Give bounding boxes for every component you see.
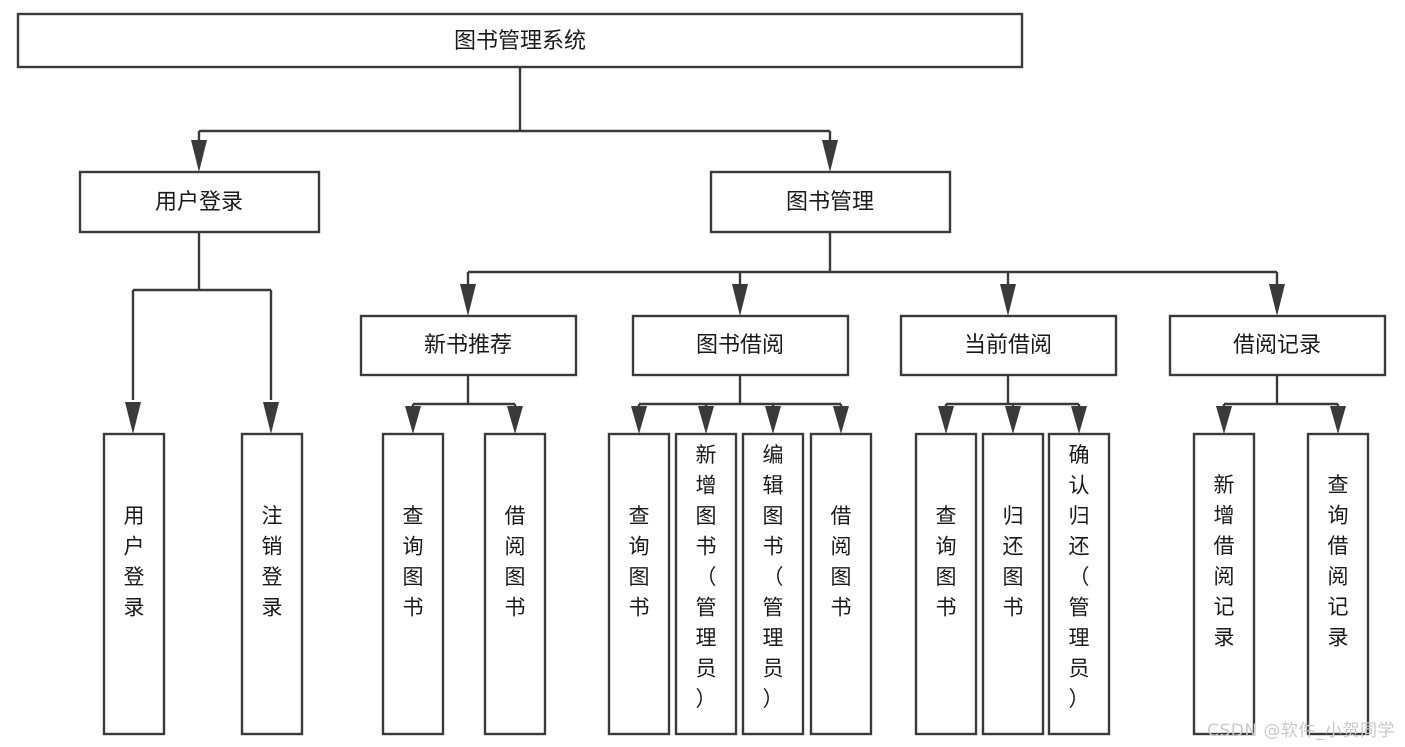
node-user-login[interactable]: 用户登录 bbox=[78, 170, 321, 234]
arrow-head-icon bbox=[938, 406, 954, 434]
leaf-node[interactable]: 用户登录 bbox=[102, 432, 166, 736]
arrow-head-icon bbox=[1005, 406, 1021, 434]
node-root-label: 图书管理系统 bbox=[454, 29, 586, 54]
leaf-node[interactable]: 编辑图书（管理员） bbox=[741, 432, 805, 736]
arrow-head-icon bbox=[698, 406, 714, 434]
leaf-box[interactable] bbox=[809, 432, 873, 736]
node-root-box[interactable] bbox=[16, 12, 1024, 69]
leaf-label: 归还图书 bbox=[1003, 504, 1024, 620]
arrow-head-icon bbox=[765, 406, 781, 434]
arrow-head-icon bbox=[732, 284, 748, 316]
arrow-head-icon bbox=[460, 284, 476, 316]
arrow-head-icon bbox=[1330, 406, 1346, 434]
leaf-node[interactable]: 新增图书（管理员） bbox=[674, 432, 738, 736]
node-new-book-recommend-label: 新书推荐 bbox=[424, 333, 512, 358]
arrow-head-icon bbox=[263, 402, 279, 434]
arrow-head-icon bbox=[833, 406, 849, 434]
edges-layer bbox=[125, 67, 1346, 434]
leaf-label: 查询借阅记录 bbox=[1328, 473, 1349, 650]
arrow-head-icon bbox=[1269, 284, 1285, 316]
node-root[interactable]: 图书管理系统 bbox=[16, 12, 1024, 69]
leaf-box[interactable] bbox=[1192, 432, 1256, 736]
leaf-node[interactable]: 查询借阅记录 bbox=[1306, 432, 1370, 736]
leaf-label: 编辑图书（管理员） bbox=[763, 443, 784, 711]
arrow-head-icon bbox=[405, 406, 421, 434]
node-book-management-label: 图书管理 bbox=[786, 190, 874, 215]
leaf-box[interactable] bbox=[914, 432, 978, 736]
leaf-label: 新增借阅记录 bbox=[1214, 473, 1235, 650]
leaf-box[interactable] bbox=[981, 432, 1045, 736]
leaf-node[interactable]: 归还图书 bbox=[981, 432, 1045, 736]
arrow-head-icon bbox=[191, 140, 207, 172]
node-current-borrow-box[interactable] bbox=[899, 314, 1118, 377]
leaf-label: 注销登录 bbox=[262, 504, 283, 620]
leaf-label: 确认归还（管理员） bbox=[1069, 443, 1090, 711]
leaf-box[interactable] bbox=[483, 432, 547, 736]
leaf-node[interactable]: 新增借阅记录 bbox=[1192, 432, 1256, 736]
leaf-box[interactable] bbox=[1047, 432, 1111, 736]
leaf-box[interactable] bbox=[607, 432, 671, 736]
node-current-borrow[interactable]: 当前借阅 bbox=[899, 314, 1118, 377]
leaf-box[interactable] bbox=[741, 432, 805, 736]
arrow-head-icon bbox=[1071, 406, 1087, 434]
leaf-label: 用户登录 bbox=[124, 504, 145, 620]
leaves-layer: 用户登录 注销登录 查询图书 借阅图书 查询图书 新增图书（管理员） 编辑图书（… bbox=[102, 432, 1370, 736]
node-book-borrow-label: 图书借阅 bbox=[696, 333, 784, 358]
arrow-head-icon bbox=[631, 406, 647, 434]
arrow-head-icon bbox=[507, 406, 523, 434]
node-new-book-recommend[interactable]: 新书推荐 bbox=[359, 314, 578, 377]
node-current-borrow-label: 当前借阅 bbox=[964, 333, 1052, 358]
node-borrow-record[interactable]: 借阅记录 bbox=[1168, 314, 1387, 377]
csdn-watermark: CSDN @软件_小贺同学 bbox=[1207, 721, 1395, 741]
leaf-label: 查询图书 bbox=[403, 504, 424, 620]
arrow-head-icon bbox=[1000, 284, 1016, 316]
leaf-node[interactable]: 注销登录 bbox=[240, 432, 304, 736]
leaf-label: 借阅图书 bbox=[505, 504, 526, 620]
node-book-borrow-box[interactable] bbox=[631, 314, 850, 377]
leaf-node[interactable]: 查询图书 bbox=[914, 432, 978, 736]
leaf-box[interactable] bbox=[674, 432, 738, 736]
node-borrow-record-label: 借阅记录 bbox=[1233, 333, 1321, 358]
node-book-management-box[interactable] bbox=[709, 170, 952, 234]
node-book-borrow[interactable]: 图书借阅 bbox=[631, 314, 850, 377]
leaf-label: 查询图书 bbox=[629, 504, 650, 620]
leaf-node[interactable]: 借阅图书 bbox=[809, 432, 873, 736]
leaf-label: 查询图书 bbox=[936, 504, 957, 620]
leaf-label: 借阅图书 bbox=[831, 504, 852, 620]
leaf-node[interactable]: 查询图书 bbox=[607, 432, 671, 736]
arrow-head-icon bbox=[822, 140, 838, 172]
leaf-node[interactable]: 确认归还（管理员） bbox=[1047, 432, 1111, 736]
node-borrow-record-box[interactable] bbox=[1168, 314, 1387, 377]
leaf-node[interactable]: 借阅图书 bbox=[483, 432, 547, 736]
leaf-box[interactable] bbox=[240, 432, 304, 736]
leaf-node[interactable]: 查询图书 bbox=[381, 432, 445, 736]
leaf-box[interactable] bbox=[102, 432, 166, 736]
arrow-head-icon bbox=[1216, 406, 1232, 434]
node-new-book-recommend-box[interactable] bbox=[359, 314, 578, 377]
leaf-box[interactable] bbox=[381, 432, 445, 736]
leaf-label: 新增图书（管理员） bbox=[696, 443, 717, 711]
node-book-management[interactable]: 图书管理 bbox=[709, 170, 952, 234]
leaf-box[interactable] bbox=[1306, 432, 1370, 736]
node-user-login-label: 用户登录 bbox=[155, 190, 243, 215]
arrow-head-icon bbox=[125, 402, 141, 434]
node-user-login-box[interactable] bbox=[78, 170, 321, 234]
